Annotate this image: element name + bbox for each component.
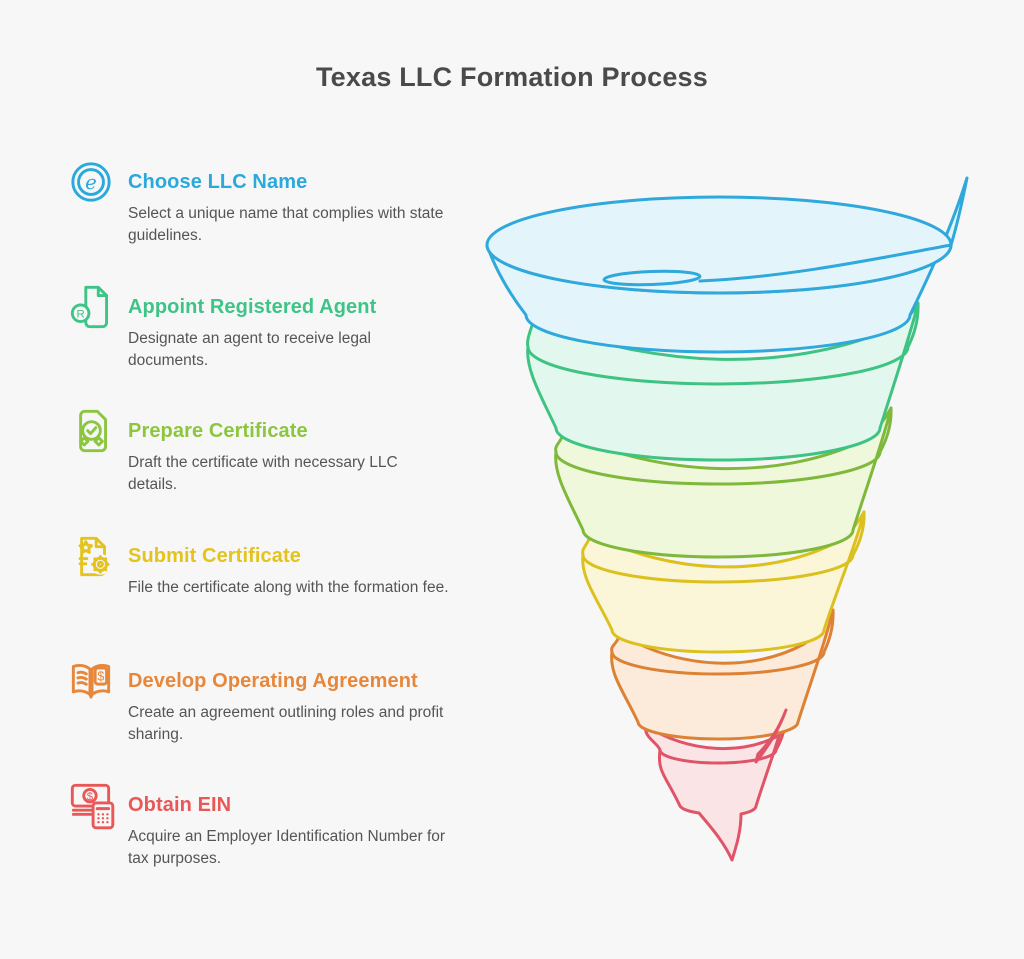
- step-title: Prepare Certificate: [128, 420, 308, 442]
- step-title: Obtain EIN: [128, 794, 232, 816]
- document-gear-icon: [64, 529, 118, 583]
- step-item-appoint-registered-agent: R Appoint Registered Agent Designate an …: [64, 280, 474, 372]
- funnel-band-choose-llc-name: [485, 195, 953, 295]
- step-item-choose-llc-name: e Choose LLC Name Select a unique name t…: [64, 155, 474, 247]
- money-calculator-icon: $: [64, 778, 118, 832]
- step-description: Draft the certificate with necessary LLC…: [128, 454, 398, 493]
- step-title: Appoint Registered Agent: [128, 296, 377, 318]
- certificate-badge-icon: [64, 404, 118, 458]
- funnel-band-choose-llc-name: [602, 269, 702, 287]
- e-circle-icon: e: [64, 155, 118, 209]
- step-title: Submit Certificate: [128, 545, 301, 567]
- funnel-band-submit-certificate: [581, 510, 866, 654]
- funnel-band-choose-llc-name: [485, 176, 969, 354]
- svg-text:e: e: [85, 171, 97, 194]
- steps-list: e Choose LLC Name Select a unique name t…: [64, 155, 474, 915]
- funnel-band-submit-certificate: [581, 510, 866, 584]
- svg-text:$: $: [97, 669, 104, 683]
- funnel-band-obtain-ein: [754, 708, 788, 764]
- funnel-band-obtain-ein: [658, 708, 788, 765]
- funnel-band-develop-operating-agreement: [610, 608, 835, 741]
- funnel-band-develop-operating-agreement: [610, 608, 835, 676]
- funnel-band-prepare-certificate: [554, 406, 893, 486]
- step-description: Select a unique name that complies with …: [128, 205, 444, 244]
- page-title: Texas LLC Formation Process: [315, 62, 708, 92]
- funnel-band-appoint-registered-agent: [526, 301, 920, 462]
- funnel-band-appoint-registered-agent: [526, 301, 920, 386]
- step-title: Develop Operating Agreement: [128, 670, 418, 692]
- funnel-band-prepare-certificate: [554, 406, 893, 559]
- operating-agreement-book-icon: $: [64, 654, 118, 708]
- step-description: Designate an agent to receive legal docu…: [128, 330, 371, 369]
- funnel-band-obtain-ein: [644, 708, 788, 862]
- step-item-obtain-ein: $ Obtain EIN Acquire an Employer Identif…: [64, 778, 474, 870]
- svg-text:R: R: [76, 309, 84, 321]
- registered-document-icon: R: [64, 280, 118, 334]
- funnel-band-choose-llc-name: [698, 243, 953, 283]
- step-item-prepare-certificate: Prepare Certificate Draft the certificat…: [64, 404, 474, 496]
- step-item-submit-certificate: Submit Certificate File the certificate …: [64, 529, 474, 599]
- step-item-develop-operating-agreement: $ Develop Operating Agreement Create an …: [64, 654, 474, 746]
- step-description: File the certificate along with the form…: [128, 579, 449, 596]
- step-description: Create an agreement outlining roles and …: [128, 704, 444, 743]
- svg-text:$: $: [87, 791, 94, 803]
- step-description: Acquire an Employer Identification Numbe…: [128, 828, 446, 867]
- step-title: Choose LLC Name: [128, 171, 308, 193]
